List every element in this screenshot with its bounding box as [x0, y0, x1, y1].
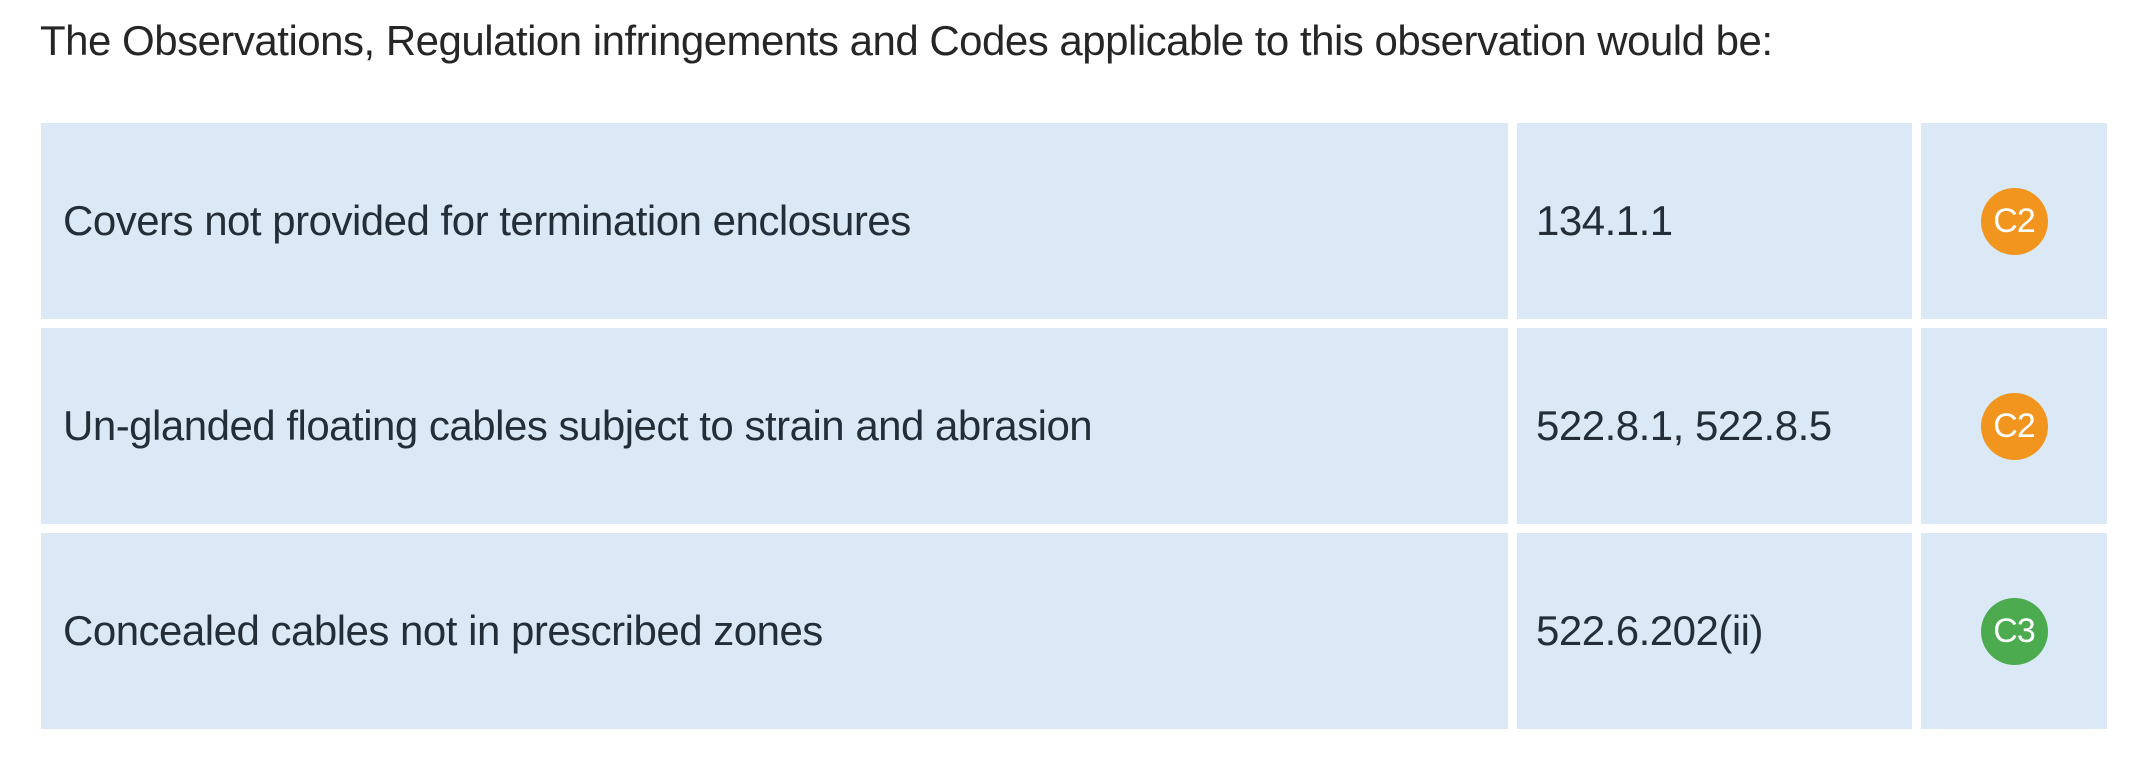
regulation-text: 522.6.202(ii) — [1536, 607, 1763, 654]
regulation-text: 134.1.1 — [1536, 197, 1673, 244]
observations-table: Covers not provided for termination encl… — [41, 123, 2112, 729]
regulation-text: 522.8.1, 522.8.5 — [1536, 402, 1832, 449]
observation-text: Un-glanded floating cables subject to st… — [63, 402, 1093, 449]
code-badge: C2 — [1980, 392, 2048, 460]
code-cell: C2 — [1921, 328, 2107, 524]
observation-cell: Un-glanded floating cables subject to st… — [41, 328, 1508, 524]
code-badge: C2 — [1980, 187, 2048, 255]
code-badge: C3 — [1980, 597, 2048, 665]
code-cell: C3 — [1921, 533, 2107, 729]
observation-cell: Covers not provided for termination encl… — [41, 123, 1508, 319]
regulation-cell: 522.8.1, 522.8.5 — [1517, 328, 1912, 524]
observation-cell: Concealed cables not in prescribed zones — [41, 533, 1508, 729]
regulation-cell: 522.6.202(ii) — [1517, 533, 1912, 729]
code-cell: C2 — [1921, 123, 2107, 319]
regulation-cell: 134.1.1 — [1517, 123, 1912, 319]
observation-text: Concealed cables not in prescribed zones — [63, 607, 823, 654]
page-title: The Observations, Regulation infringemen… — [40, 17, 1773, 64]
observation-text: Covers not provided for termination encl… — [63, 197, 911, 244]
